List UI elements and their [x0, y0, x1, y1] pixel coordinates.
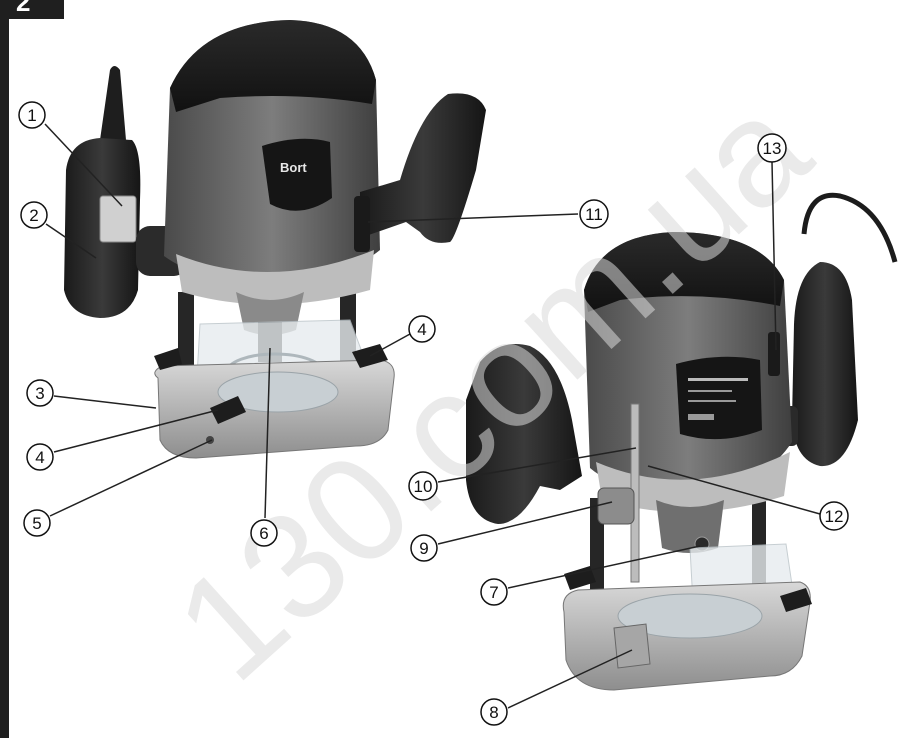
figure-number-tab: 2 [0, 0, 64, 19]
callout-11: 11 [579, 199, 609, 229]
svg-text:4: 4 [35, 448, 44, 467]
callout-3: 3 [26, 379, 54, 407]
leader-6 [264, 347, 271, 519]
callouts: 1 2 3 4 4 5 6 7 8 9 10 11 12 13 [18, 101, 849, 726]
base-opening-r [617, 593, 763, 639]
knob-right-r [780, 588, 812, 612]
leader-3 [53, 395, 157, 409]
svg-text:10: 10 [414, 477, 433, 496]
svg-text:4: 4 [417, 320, 426, 339]
rating-marks [688, 414, 714, 420]
svg-text:2: 2 [29, 206, 38, 225]
switch-button [99, 195, 137, 243]
leader-2 [45, 223, 97, 259]
callout-7: 7 [480, 578, 508, 606]
callout-9: 9 [410, 534, 438, 562]
callout-2: 2 [20, 201, 48, 229]
motor-top-cap-r [584, 232, 784, 312]
router-left: Bort [64, 20, 486, 459]
leader-10 [437, 447, 637, 483]
svg-text:8: 8 [489, 703, 498, 722]
leader-13 [771, 161, 777, 351]
leader-4a [53, 409, 219, 453]
leader-lines [44, 123, 821, 709]
power-cable [801, 192, 898, 263]
brand-label: Bort [280, 160, 307, 175]
rating-label [676, 356, 762, 440]
callout-8: 8 [480, 698, 508, 726]
leader-5 [49, 439, 213, 517]
svg-text:6: 6 [259, 524, 268, 543]
callout-13: 13 [757, 133, 787, 163]
rating-line-1 [688, 378, 748, 381]
parallel-guide-bracket [613, 623, 651, 669]
leader-9 [437, 501, 613, 545]
front-handle [466, 344, 582, 524]
callout-10: 10 [408, 471, 438, 501]
svg-text:12: 12 [825, 507, 844, 526]
svg-text:9: 9 [419, 539, 428, 558]
svg-text:11: 11 [585, 205, 603, 224]
callout-5: 5 [23, 509, 51, 537]
knob-left-back [154, 348, 182, 370]
callout-6: 6 [250, 519, 278, 547]
callout-12: 12 [819, 501, 849, 531]
callout-4a: 4 [26, 443, 54, 471]
leader-8 [507, 649, 633, 709]
plunge-lock-lever [354, 196, 370, 252]
svg-text:3: 3 [35, 384, 44, 403]
rating-line-2 [688, 390, 732, 392]
cable-strain-relief [100, 66, 126, 140]
figure-number: 2 [16, 0, 31, 17]
right-handle [360, 93, 486, 243]
page-left-border [0, 0, 9, 738]
leader-1 [44, 123, 123, 207]
svg-text:13: 13 [763, 139, 782, 158]
knob-front [210, 396, 246, 424]
callout-4b: 4 [408, 315, 436, 343]
depth-stop-knob [597, 487, 635, 525]
spindle-housing-r [656, 500, 724, 553]
svg-text:1: 1 [27, 106, 36, 125]
lower-collar-r [596, 452, 790, 513]
leader-12 [647, 465, 821, 515]
speed-dial [768, 332, 780, 376]
svg-text:5: 5 [32, 514, 41, 533]
svg-text:7: 7 [489, 583, 498, 602]
callout-1: 1 [18, 101, 46, 129]
knob-left-r [564, 566, 596, 590]
leader-4b [369, 333, 411, 357]
leader-7 [507, 545, 701, 589]
leader-11 [367, 213, 579, 223]
rating-line-3 [688, 400, 736, 402]
base-opening [217, 371, 339, 413]
rear-handle [792, 262, 858, 467]
router-right [466, 192, 898, 691]
logo-plate [262, 138, 332, 211]
motor-top-cap [170, 20, 376, 112]
lower-collar [176, 250, 374, 305]
